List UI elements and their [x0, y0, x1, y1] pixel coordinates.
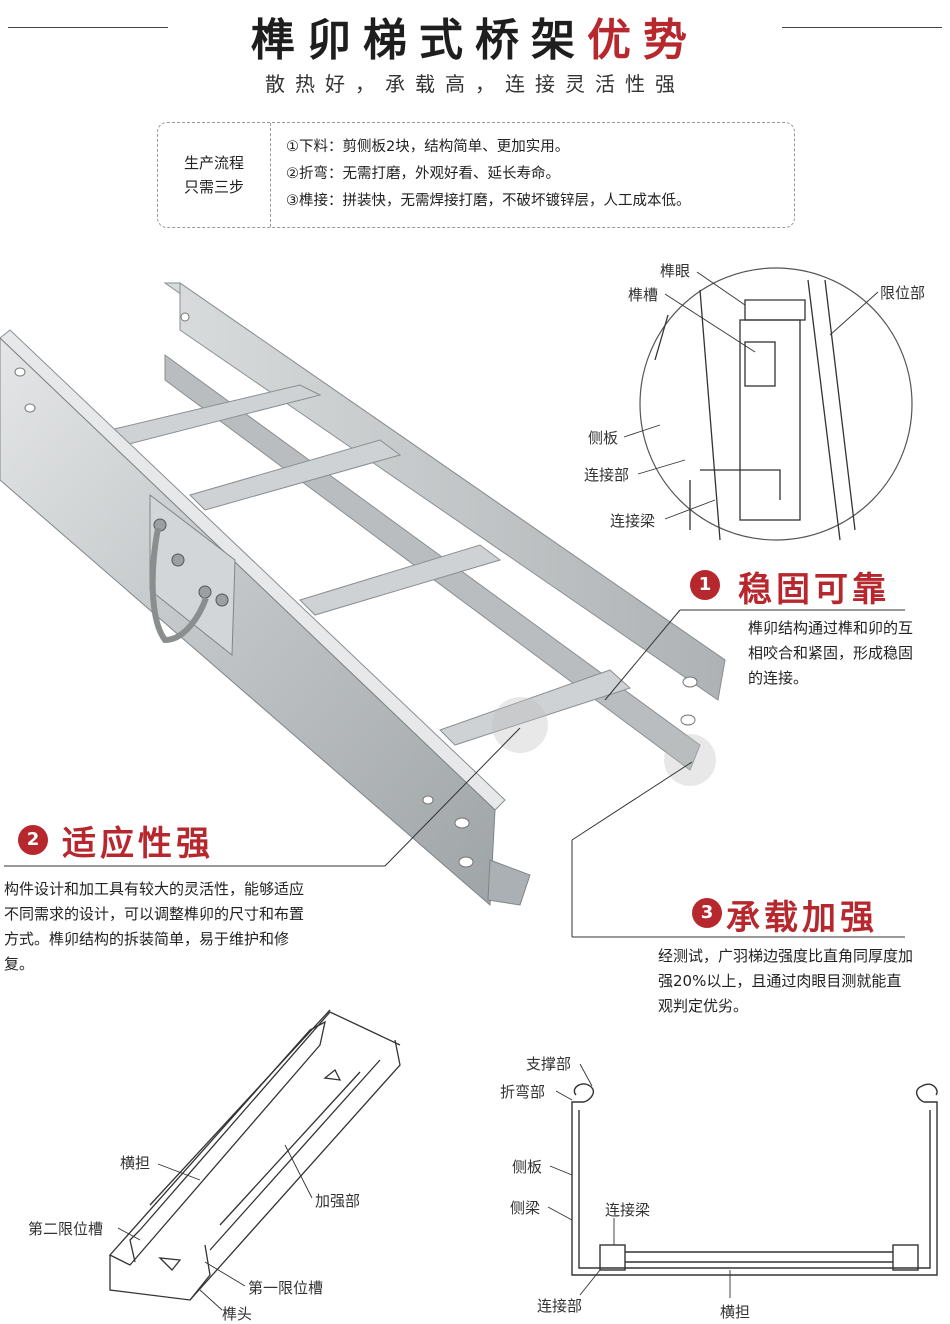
callout-adapt-title: 适应性强 [62, 824, 214, 864]
label-connect-part-detail: 连接部 [584, 466, 630, 484]
callout-adapt-body: 构件设计和加工具有较大的灵活性，能够适应不同需求的设计，可以调整榫卯的尺寸和布置… [4, 880, 305, 973]
label-crossbar-part: 横担 [120, 1154, 151, 1172]
label-connect-beam-section: 连接梁 [605, 1201, 651, 1219]
process-step-2: ②折弯：无需打磨，外观好看、延长寿命。 [286, 166, 560, 182]
callout-adapt-number: 2 [18, 825, 48, 855]
title-rule-right [782, 27, 942, 28]
process-label-line2: 只需三步 [183, 178, 244, 196]
callout-stable-body: 榫卯结构通过榫和卯的互相咬合和紧固，形成稳固的连接。 [748, 619, 914, 687]
label-first-limit-slot: 第一限位槽 [248, 1279, 324, 1297]
label-connect-part-section: 连接部 [537, 1297, 583, 1315]
label-side-plate-section: 侧板 [512, 1158, 543, 1176]
callout-stable-title: 稳固可靠 [738, 570, 890, 610]
label-reinforce: 加强部 [315, 1192, 361, 1210]
process-step-3: ③榫接：拼装快，无需焊接打磨，不破坏镀锌层，人工成本低。 [286, 193, 691, 209]
callout-load-body: 经测试，广羽梯边强度比直角同厚度加强20%以上，且通过肉眼目测就能直观判定优劣。 [658, 947, 914, 1015]
label-mortise-slot: 榫槽 [628, 286, 659, 304]
process-divider [270, 123, 271, 227]
crossbar-part-drawing [108, 1009, 401, 1301]
page-title: 榫卯梯式桥架优势 [0, 4, 950, 68]
section-leaders [547, 1063, 731, 1298]
joint-detail-illustration [623, 267, 913, 541]
label-side-plate-detail: 侧板 [588, 429, 619, 447]
crossbar-leaders [117, 1144, 313, 1311]
label-mortise-eye: 榫眼 [660, 262, 691, 280]
process-step-1: ①下料：剪侧板2块，结构简单、更加实用。 [286, 139, 570, 155]
label-limit-part: 限位部 [880, 284, 926, 302]
label-side-beam: 侧梁 [510, 1199, 541, 1217]
process-box: 生产流程 只需三步 ①下料：剪侧板2块，结构简单、更加实用。 ②折弯：无需打磨，… [157, 122, 795, 228]
label-tenon-head: 榫头 [222, 1305, 253, 1323]
label-crossbar-section: 横担 [720, 1303, 751, 1321]
callout-load-number: 3 [692, 898, 722, 928]
callout-adapt-leader [384, 727, 521, 867]
cable-tray-illustration [0, 282, 727, 907]
page-subtitle: 散热好，承载高，连接灵活性强 [265, 72, 685, 96]
callout-load-title: 承载加强 [726, 898, 878, 938]
process-label: 生产流程 只需三步 [158, 151, 270, 199]
label-second-limit-slot: 第二限位槽 [28, 1220, 104, 1238]
label-connect-beam-detail: 连接梁 [610, 512, 656, 530]
process-label-line1: 生产流程 [183, 154, 244, 172]
callout-stable-leader [604, 609, 681, 701]
section-drawing [571, 1083, 938, 1276]
title-highlight: 优势 [587, 15, 699, 66]
callout-load-leader [571, 761, 693, 841]
title-rule-left [8, 27, 168, 28]
label-fold: 折弯部 [500, 1083, 546, 1101]
callout-stable-number: 1 [690, 570, 720, 600]
label-support: 支撑部 [526, 1055, 572, 1073]
title-main: 榫卯梯式桥架 [251, 15, 587, 66]
